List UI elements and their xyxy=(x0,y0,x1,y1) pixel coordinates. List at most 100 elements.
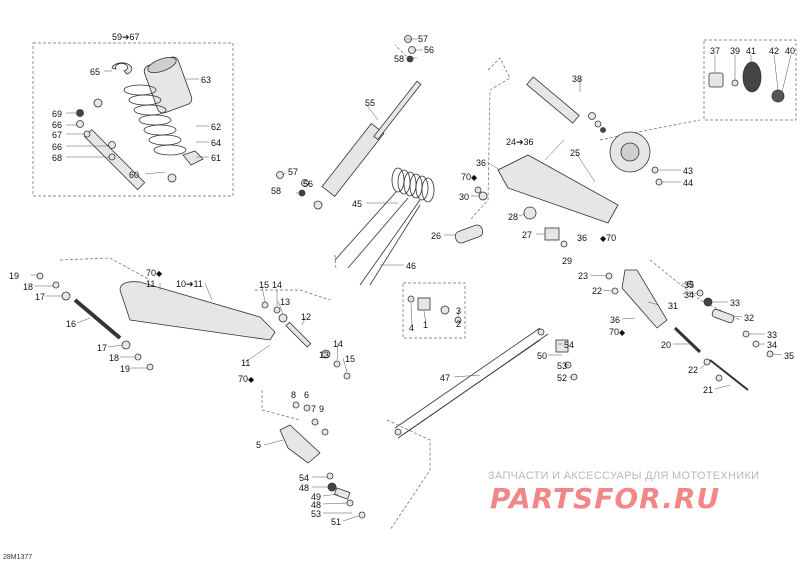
callout-64: 64 xyxy=(211,138,221,148)
link-end xyxy=(394,428,402,436)
washer xyxy=(478,191,488,201)
callout-number: 4 xyxy=(409,323,415,333)
callout-number: 26 xyxy=(431,231,442,241)
callout-number: 35 xyxy=(684,280,695,290)
callout-number: 19 xyxy=(9,271,20,281)
bushing xyxy=(278,313,288,323)
callout-21: 21 xyxy=(703,385,713,395)
callout-68: 68 xyxy=(52,153,62,163)
rear-link-plate xyxy=(621,269,668,329)
callout-48: 48 xyxy=(299,483,309,493)
oil-drop-icon: ◆ xyxy=(248,375,255,384)
callout-29: 29 xyxy=(562,256,572,266)
coil-spring xyxy=(123,84,187,156)
rear-arm-block xyxy=(544,227,560,241)
nut xyxy=(406,55,414,63)
callout-40: 40 xyxy=(785,46,795,56)
bushing xyxy=(121,340,131,350)
callout-50: 50 xyxy=(537,351,547,361)
callout-33: 33 xyxy=(767,330,777,340)
callout-number: 9 xyxy=(319,404,325,414)
washer xyxy=(333,360,341,368)
bolt xyxy=(321,428,329,436)
spring-arm xyxy=(334,191,397,261)
bushing xyxy=(440,305,450,315)
callout-46: 46 xyxy=(406,261,416,271)
callout-57: 57 xyxy=(418,34,428,44)
callout-number: 47 xyxy=(440,373,451,383)
callout-number: 69 xyxy=(52,109,63,119)
callout-number: 68 xyxy=(52,153,63,163)
bushing xyxy=(555,339,569,353)
shock-eye xyxy=(93,98,103,108)
washer xyxy=(311,418,319,426)
bolt xyxy=(715,374,723,382)
guide-line xyxy=(59,257,151,281)
callout-67: 67 xyxy=(52,130,62,140)
callout-number: 1 xyxy=(423,320,429,330)
callout-number: 64 xyxy=(211,138,222,148)
callout-number: 63 xyxy=(201,75,212,85)
oil-drop-icon: ◆ xyxy=(600,234,607,243)
callout-number: 66 xyxy=(52,120,63,130)
oil-drop-icon: ◆ xyxy=(156,269,163,278)
callout-number: 43 xyxy=(683,166,694,176)
spacer xyxy=(333,487,351,500)
callout-69: 69 xyxy=(52,109,62,119)
callout-number: 38 xyxy=(572,74,583,84)
callout-51: 51 xyxy=(331,517,341,527)
rear-arm xyxy=(497,154,619,224)
washer xyxy=(346,499,354,507)
callout-number: 70 xyxy=(609,327,620,337)
callout-number: 20 xyxy=(661,340,672,350)
bolt xyxy=(146,363,154,371)
bolt xyxy=(292,401,300,409)
callout-45: 45 xyxy=(352,199,362,209)
wheel-hub xyxy=(620,142,640,162)
callout-30: 30 xyxy=(459,192,469,202)
callout-number: 60 xyxy=(129,170,140,180)
callout-17: 17 xyxy=(35,292,45,302)
callout-20: 20 xyxy=(661,340,671,350)
link-rod xyxy=(397,339,541,439)
spring-arm xyxy=(359,199,421,286)
pin xyxy=(285,321,312,348)
callout-number: 24➔36 xyxy=(506,137,534,147)
shock-absorber xyxy=(84,129,146,191)
spring-adjuster xyxy=(369,204,421,286)
callout-number: 33 xyxy=(730,298,741,308)
callout-9: 9 xyxy=(319,404,324,414)
callout-number: 54 xyxy=(299,473,310,483)
axle-shaft xyxy=(526,76,580,124)
nut xyxy=(600,127,606,133)
callout-number: 27 xyxy=(522,230,533,240)
callout-2: 2 xyxy=(456,319,461,329)
group-wheel-axle xyxy=(526,61,785,186)
shock-eye xyxy=(313,200,323,210)
guide-line xyxy=(649,259,741,321)
callout-6: 6 xyxy=(304,390,309,400)
callout-number: 7 xyxy=(311,404,317,414)
callout-34: 34 xyxy=(684,290,694,300)
group-shock-kit xyxy=(76,56,204,191)
front-arm-shaft xyxy=(73,298,122,340)
callout-number: 56 xyxy=(303,179,314,189)
group-leader-lines xyxy=(31,38,792,522)
callout-number: 22 xyxy=(688,365,699,375)
guide-line xyxy=(469,57,511,221)
callout-number: 46 xyxy=(406,261,417,271)
callout-number: 53 xyxy=(557,361,568,371)
callout-4: 4 xyxy=(409,323,414,333)
callout-12: 12 xyxy=(301,312,311,322)
callout-61: 61 xyxy=(211,153,221,163)
callout-number: 70 xyxy=(238,374,249,384)
bolt xyxy=(343,372,351,380)
shock-eye xyxy=(167,173,177,183)
callout-number: 14 xyxy=(272,280,283,290)
callout-15: 15 xyxy=(345,354,355,364)
bolt xyxy=(276,171,284,179)
callout-number: 34 xyxy=(767,340,778,350)
spring-clip xyxy=(182,150,204,166)
callout-number: 25 xyxy=(570,148,581,158)
